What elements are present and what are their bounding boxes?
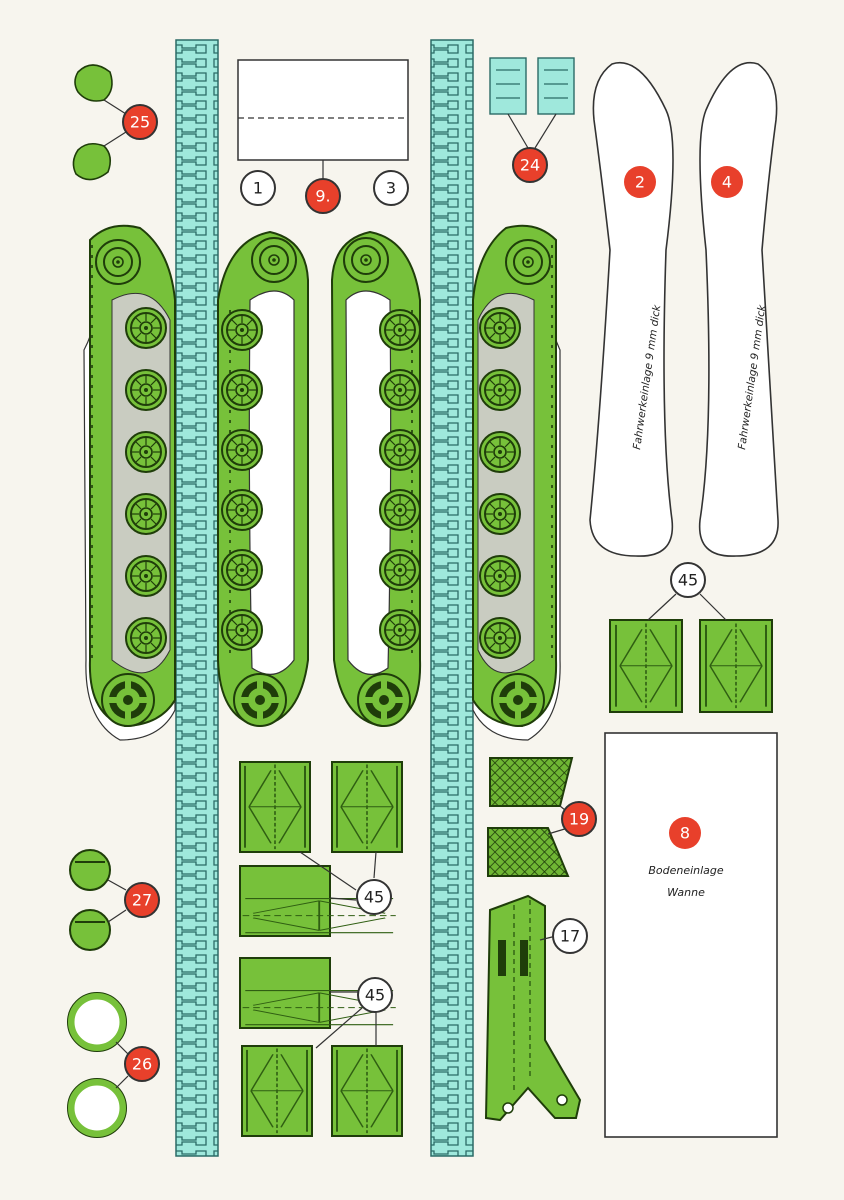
track-strip-right [430, 39, 474, 1157]
label-9-text: 9. [315, 187, 330, 206]
label-45-right-text: 45 [678, 571, 698, 590]
label-4: 4 [711, 166, 743, 198]
label-19: 19 [561, 801, 597, 837]
part-27-pieces [69, 849, 127, 951]
label-45-center-bottom-text: 45 [365, 986, 385, 1005]
part-45-panels-center-top [239, 761, 403, 937]
label-27-text: 27 [132, 891, 152, 910]
label-3-text: 3 [386, 179, 396, 198]
label-26-text: 26 [132, 1055, 152, 1074]
label-25-text: 25 [130, 113, 150, 132]
running-gear-b [217, 230, 309, 728]
label-45-center-top-text: 45 [364, 888, 384, 907]
part-2-suspension-insert: Fahrwerkeinlage 9 mm dick [589, 62, 674, 557]
label-8-text: 8 [680, 824, 690, 843]
part-25-pieces [72, 64, 127, 181]
label-2-text: 2 [635, 173, 645, 192]
part-45-panels-right [609, 593, 773, 713]
label-8: 8 [669, 817, 701, 849]
part-19-grilles [487, 757, 574, 877]
track-strip-left [175, 39, 219, 1157]
part-24-pieces [489, 57, 575, 149]
label-19-text: 19 [569, 810, 589, 829]
part-9-sheet [237, 59, 409, 180]
label-45-center-top: 45 [356, 879, 392, 915]
part-26-rings [67, 992, 129, 1138]
label-24-text: 24 [520, 156, 540, 175]
label-25: 25 [122, 104, 158, 140]
floor-note-line1: Bodeneinlage [648, 864, 724, 877]
label-24: 24 [512, 147, 548, 183]
label-26: 26 [124, 1046, 160, 1082]
label-1: 1 [240, 170, 276, 206]
label-1-text: 1 [253, 179, 263, 198]
label-45-center-bottom: 45 [357, 977, 393, 1013]
label-4-text: 4 [722, 173, 732, 192]
part-17-rear-plate [484, 894, 582, 1122]
running-gear-d [472, 224, 561, 741]
running-gear-c [330, 230, 422, 728]
part-8-floor-insert: Bodeneinlage Wanne [604, 732, 778, 1138]
part-4-suspension-insert: Fahrwerkeinlage 9 mm dick [698, 62, 779, 557]
label-45-right: 45 [670, 562, 706, 598]
label-9: 9. [305, 178, 341, 214]
floor-note-line2: Wanne [667, 886, 705, 899]
label-2: 2 [624, 166, 656, 198]
label-3: 3 [373, 170, 409, 206]
running-gear-a [83, 224, 176, 741]
label-17-text: 17 [560, 927, 580, 946]
label-17: 17 [552, 918, 588, 954]
part-45-panels-center-bottom [239, 957, 403, 1137]
label-27: 27 [124, 882, 160, 918]
